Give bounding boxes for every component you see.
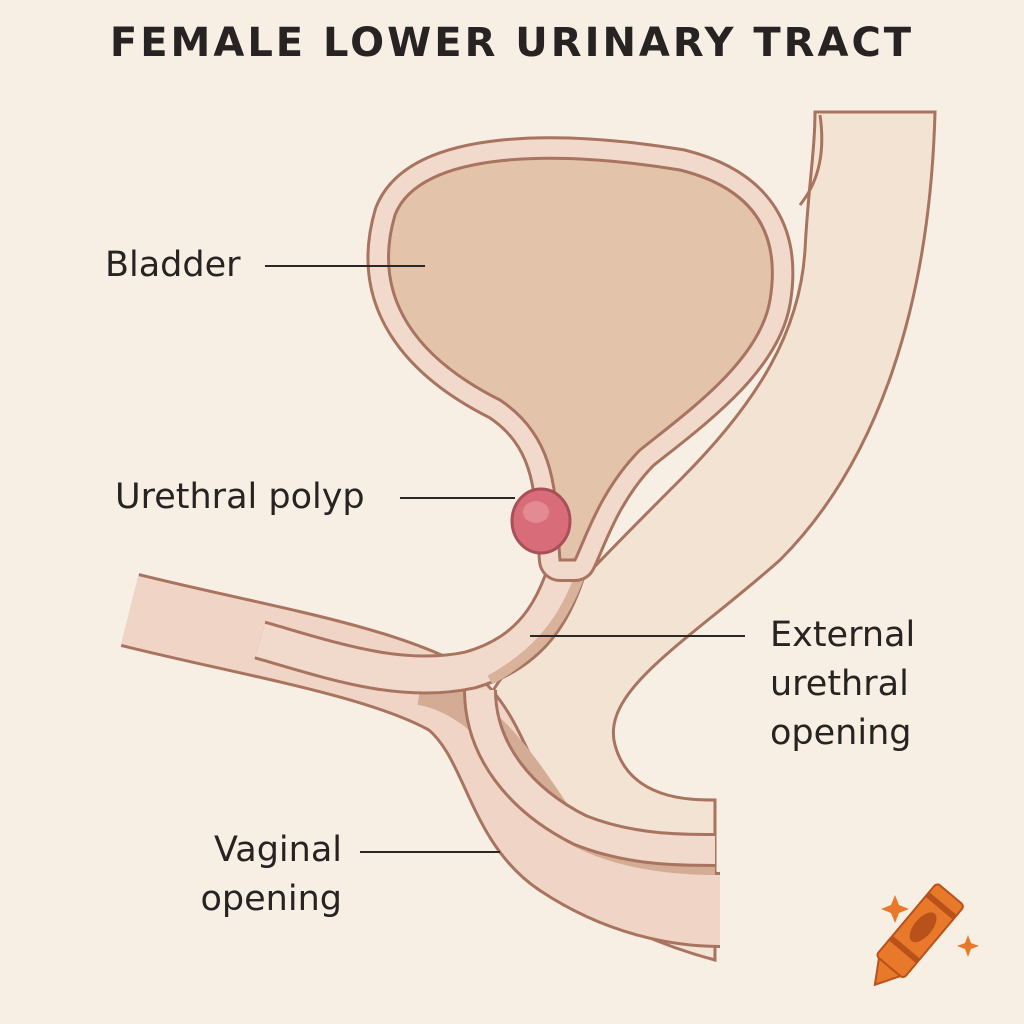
leader-line-external-opening (530, 635, 745, 637)
anterior-vaginal-wall-fill (466, 689, 716, 864)
urethra-fill (255, 535, 592, 692)
label-line: opening (770, 713, 912, 753)
label-line: opening (200, 879, 342, 919)
leader-line-bladder (265, 265, 425, 267)
label-vaginal-opening: Vaginal opening (190, 826, 342, 924)
leader-line-polyp (400, 497, 515, 499)
label-line: External (770, 615, 916, 655)
label-line: urethral (770, 664, 909, 704)
diagram-title: FEMALE LOWER URINARY TRACT (109, 20, 915, 66)
leader-line-vaginal-opening (360, 851, 500, 853)
label-external-urethral-opening: External urethral opening (770, 611, 915, 758)
bladder-interior (387, 156, 774, 562)
crayon-logo (873, 883, 964, 987)
label-line: Vaginal (214, 830, 342, 870)
sparkle-icon (957, 935, 979, 957)
ureter-junction (798, 114, 824, 206)
polyp-highlight (523, 501, 549, 523)
label-bladder: Bladder (105, 245, 241, 285)
sparkle-icon (881, 895, 909, 923)
label-urethral-polyp: Urethral polyp (115, 477, 365, 517)
